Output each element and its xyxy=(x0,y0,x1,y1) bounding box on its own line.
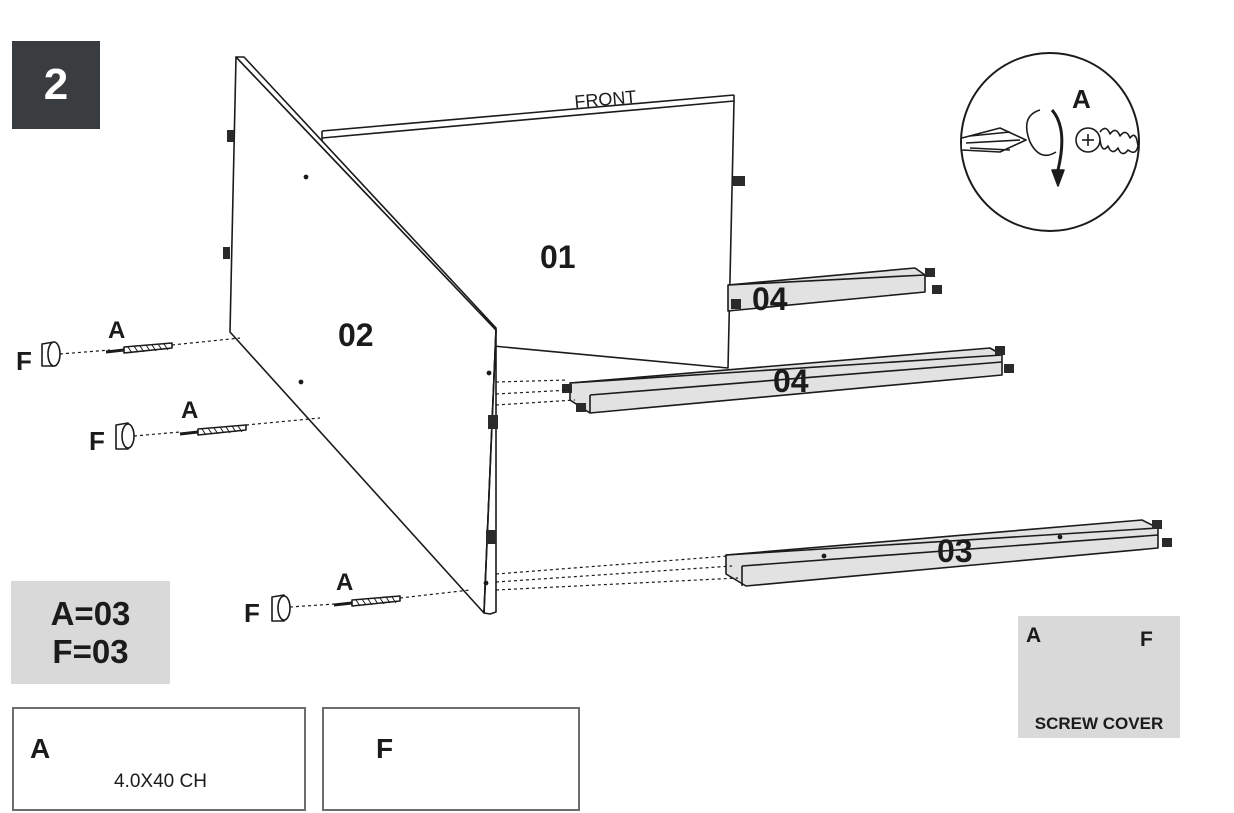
part-01-label: 01 xyxy=(540,239,576,275)
rail-04-upper xyxy=(727,267,942,312)
quantity-box: A=03 F=03 xyxy=(11,581,170,684)
screw-cover-panel: A F SCREW COVER xyxy=(1018,616,1180,738)
parts-box-screw: A 4.0X40 CH xyxy=(12,707,306,811)
part-02-label: 02 xyxy=(338,317,374,353)
screw-a-middle xyxy=(179,424,247,436)
panel-02 xyxy=(223,56,498,615)
assembly-guide-lines xyxy=(59,337,739,608)
screw-a-bottom xyxy=(333,595,401,607)
screw-a-top xyxy=(105,342,173,354)
detail-screw-label: A xyxy=(1072,84,1091,114)
front-label: FRONT xyxy=(574,87,638,112)
cover-f-top xyxy=(41,341,61,367)
screw-cover-caption: SCREW COVER xyxy=(1034,714,1164,733)
part-04-upper-label: 04 xyxy=(752,281,788,317)
cover-f-middle xyxy=(115,422,135,450)
part-03-label: 03 xyxy=(937,533,973,569)
screw-a-label-middle: A xyxy=(181,397,198,424)
cover-f-label-bottom: F xyxy=(244,598,260,628)
screw-a-label-bottom: A xyxy=(336,569,353,596)
screw-a-label-top: A xyxy=(108,317,125,344)
quantity-f: F=03 xyxy=(52,632,129,670)
parts-box-cover: F xyxy=(322,707,580,811)
cover-f-bottom xyxy=(271,594,291,622)
part-04-lower-label: 04 xyxy=(773,363,809,399)
parts-screw-letter: A xyxy=(30,733,51,764)
screwdriver-detail xyxy=(960,52,1140,232)
rail-03 xyxy=(725,519,1172,587)
screw-cover-a-letter: A xyxy=(1026,624,1042,647)
cover-f-label-top: F xyxy=(16,346,32,376)
step-number-badge: 2 xyxy=(12,41,100,129)
quantity-a: A=03 xyxy=(50,594,131,632)
screw-spec-label: 4.0X40 CH xyxy=(114,771,207,792)
parts-cover-letter: F xyxy=(376,733,394,764)
screw-cover-f-letter: F xyxy=(1140,628,1153,651)
cover-f-label-middle: F xyxy=(89,426,105,456)
